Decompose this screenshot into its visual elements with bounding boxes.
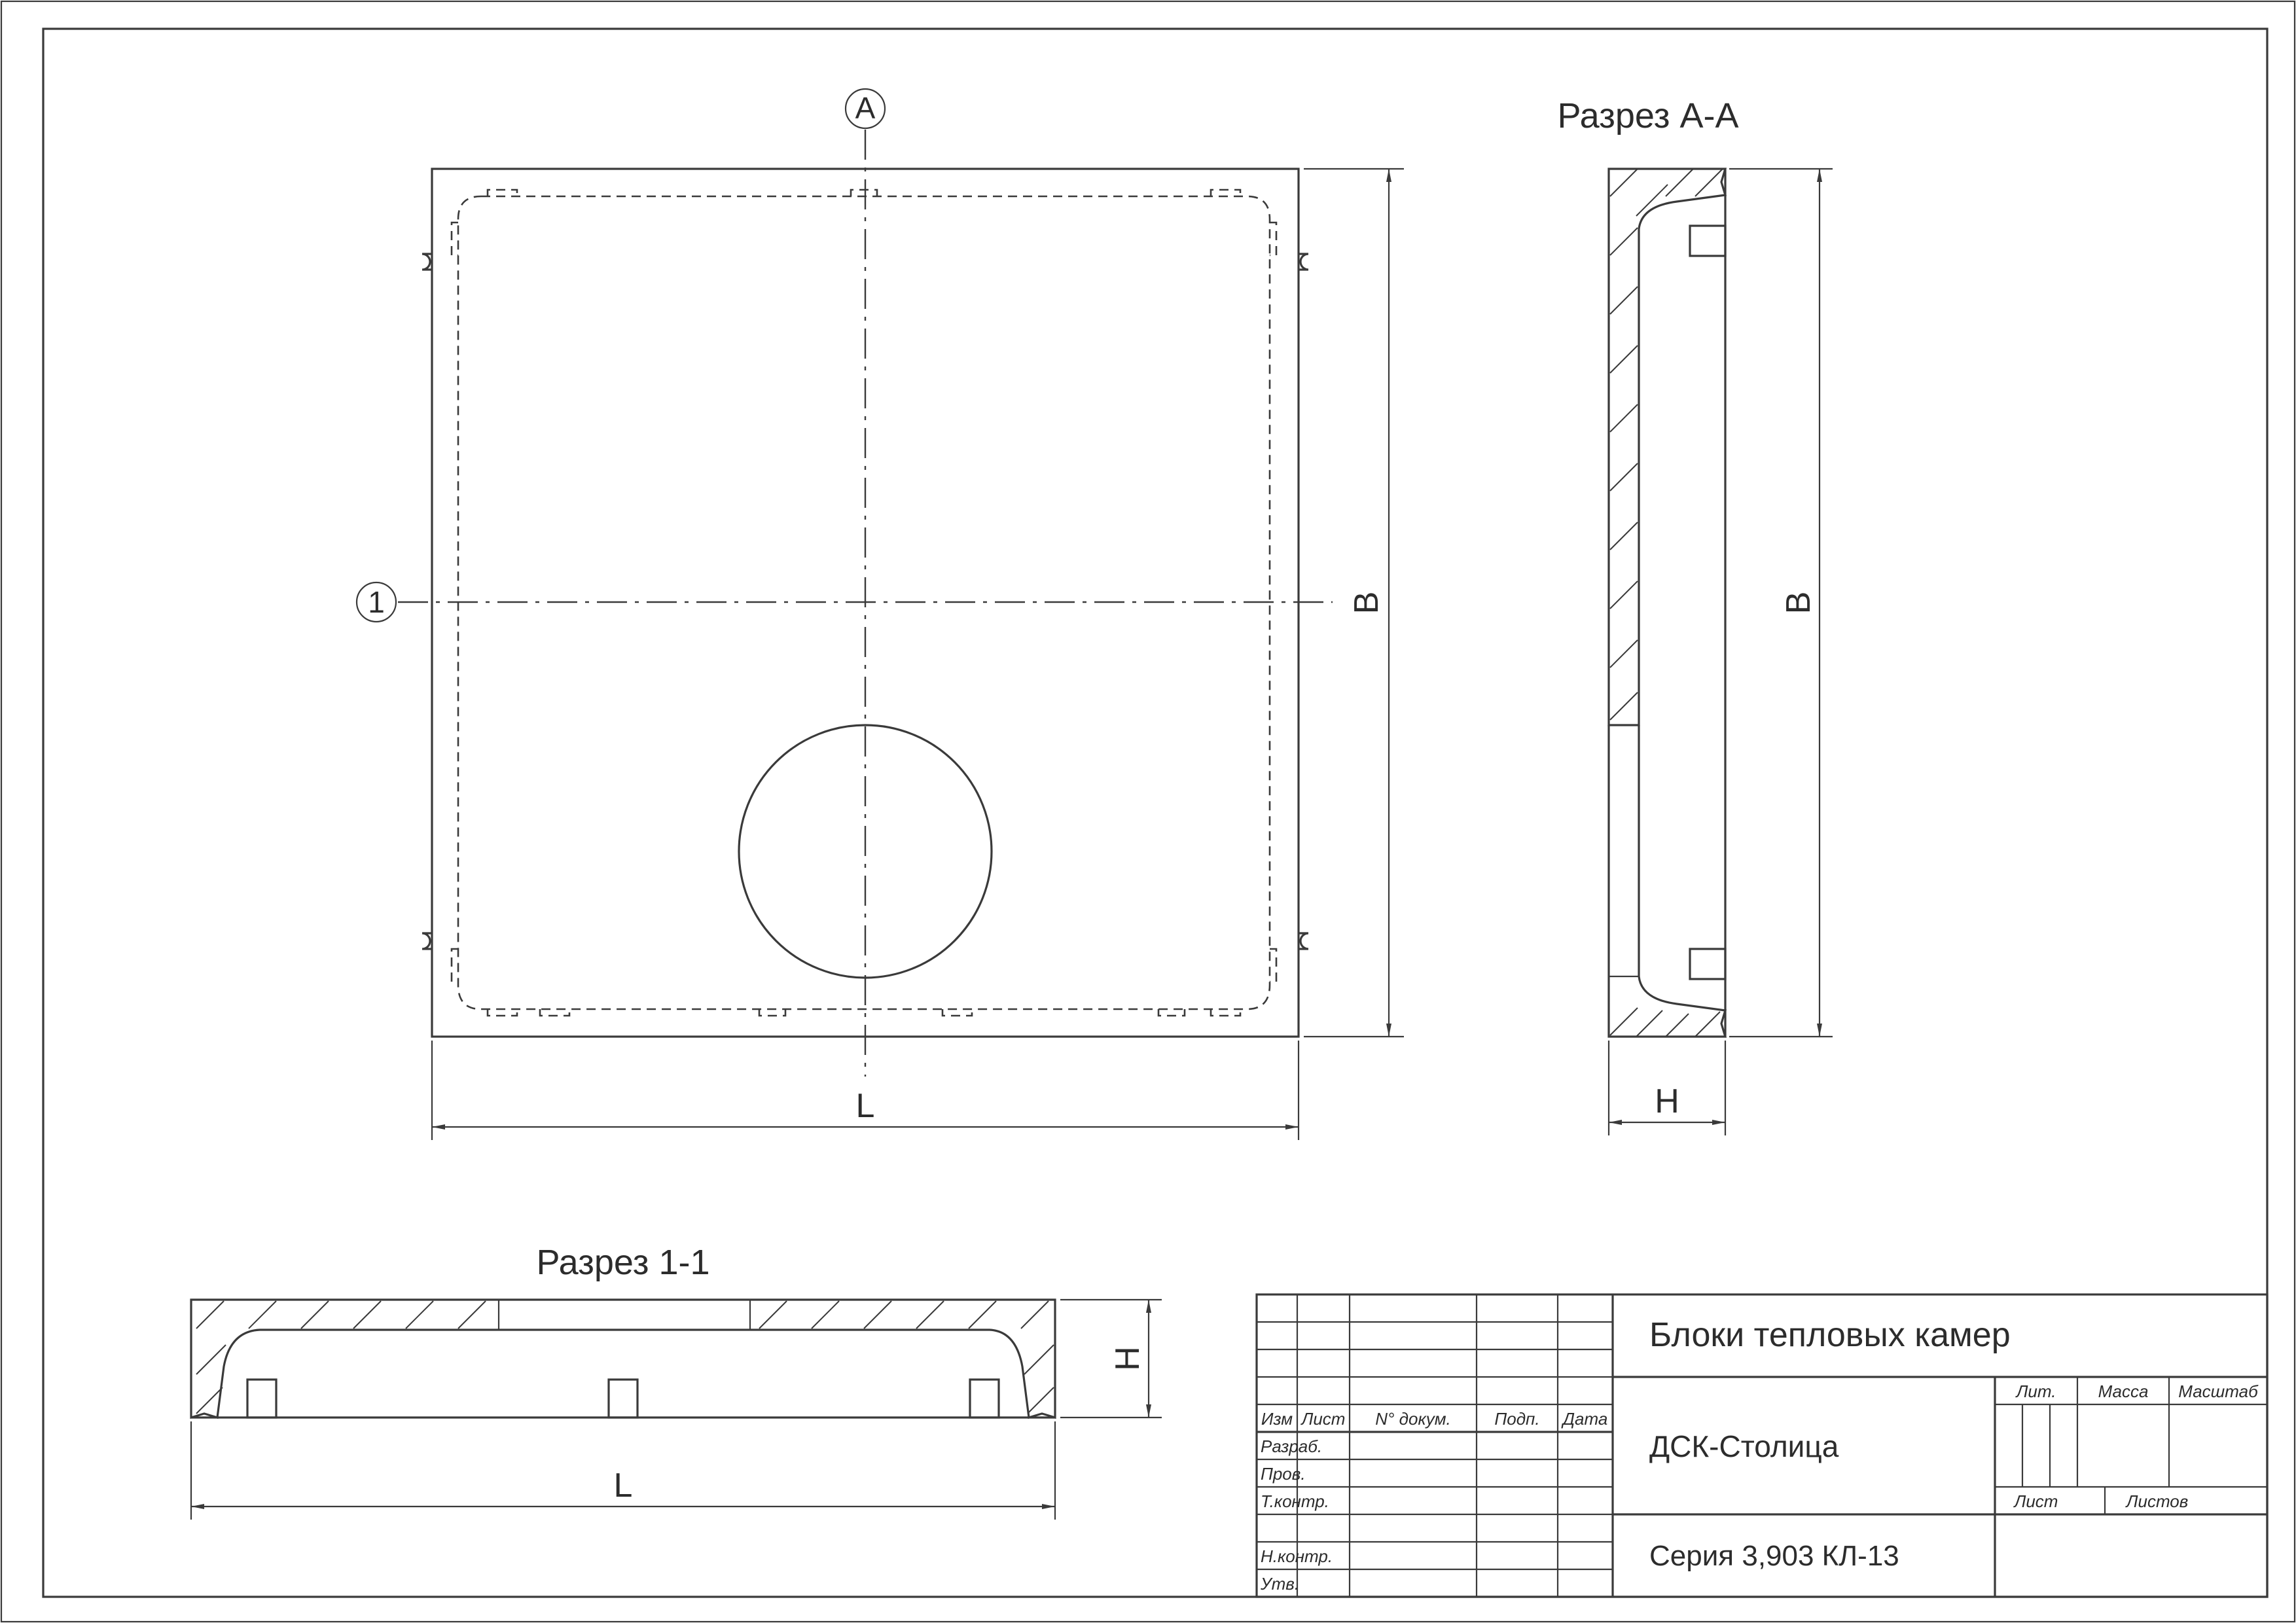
axis-label-a: A: [855, 91, 876, 125]
section-11-dimension-label-h: H: [1109, 1346, 1147, 1371]
section-11-view: Разрез 1-1: [190, 1243, 1162, 1520]
role-approved: Утв.: [1260, 1574, 1299, 1594]
section-11-outline: [190, 1298, 1056, 1419]
column-doc-no: N° докум.: [1375, 1409, 1451, 1429]
lifting-loop: [422, 253, 432, 271]
dimension-label-b: B: [1348, 592, 1386, 615]
axis-label-1: 1: [368, 585, 385, 619]
stage-lit: Лит.: [2015, 1382, 2056, 1401]
embedded-part: [1689, 224, 1727, 257]
section-aa-wall: [1607, 168, 1727, 726]
role-tech-control: Т.контр.: [1261, 1491, 1329, 1511]
embedded-part: [246, 1378, 278, 1419]
column-izm: Изм: [1261, 1409, 1293, 1429]
axis-marker-a: [844, 88, 886, 130]
series: Серия 3,903 КЛ-13: [1649, 1540, 1899, 1572]
role-developer: Разраб.: [1261, 1436, 1322, 1456]
sheets-label: Листов: [2125, 1491, 2189, 1511]
role-norm-control: Н.контр.: [1261, 1546, 1333, 1566]
stage-mass: Масса: [2098, 1382, 2149, 1401]
embedded-part: [969, 1378, 1000, 1419]
section-11-dimension-label-l: L: [614, 1467, 633, 1505]
column-list: Лист: [1300, 1409, 1346, 1429]
embedded-part: [607, 1378, 639, 1419]
sheet-label: Лист: [2013, 1491, 2058, 1511]
plan-notches: [450, 188, 1278, 1017]
organization: ДСК-Столица: [1649, 1429, 1839, 1463]
embedded-part: [1689, 948, 1727, 980]
title-block: Изм Лист N° докум. Подп. Дата Разраб. Пр…: [1255, 1293, 2269, 1598]
section-aa-dimension-label-h: H: [1655, 1082, 1679, 1120]
section-aa-view: Разрез А-А: [1557, 96, 1833, 1135]
role-checked: Пров.: [1261, 1464, 1306, 1484]
column-date: Дата: [1561, 1409, 1608, 1429]
lifting-loop: [422, 932, 432, 950]
drawing-title: Блоки тепловых камер: [1649, 1316, 2011, 1354]
stage-scale: Масштаб: [2178, 1382, 2259, 1401]
section-aa-dimension-label-b: B: [1780, 592, 1818, 615]
section-aa-title: Разрез А-А: [1557, 96, 1738, 135]
lifting-loop: [1299, 932, 1309, 950]
column-sign: Подп.: [1494, 1409, 1539, 1429]
lifting-loop: [1299, 253, 1309, 271]
plan-inner-contour: [457, 195, 1271, 1010]
axis-marker-1: [355, 581, 397, 623]
plan-view: A 1 L B: [355, 88, 1404, 1140]
dimension-label-l: L: [856, 1087, 875, 1125]
section-11-title: Разрез 1-1: [536, 1243, 709, 1282]
